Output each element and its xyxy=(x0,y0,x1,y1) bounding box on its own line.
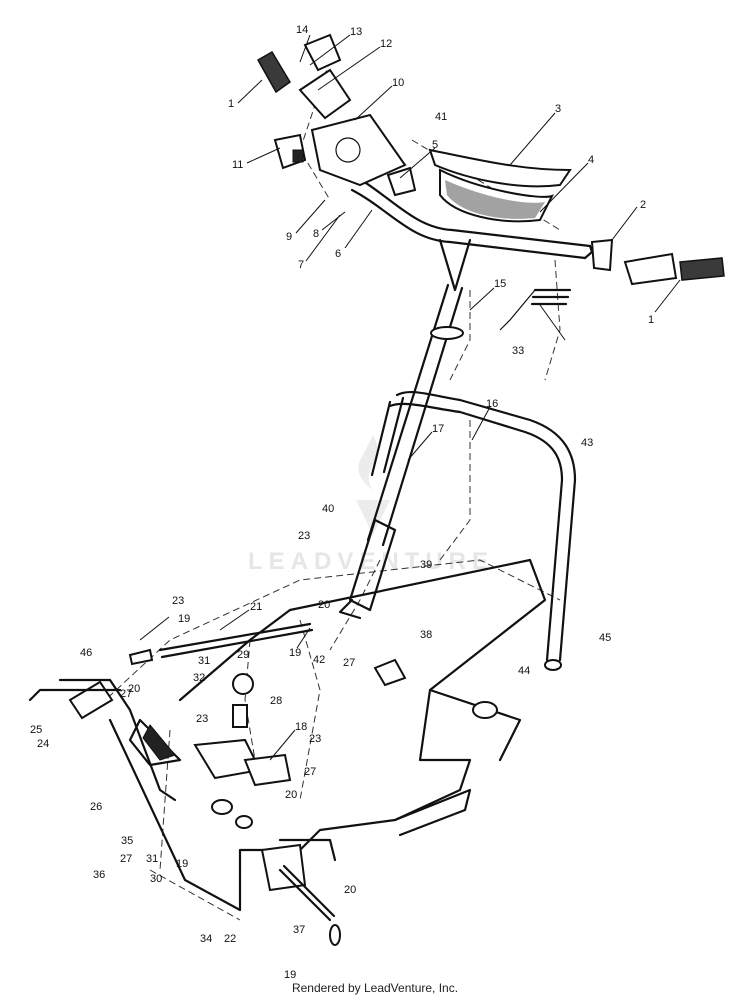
callout-23: 23 xyxy=(298,530,310,542)
callout-2: 2 xyxy=(640,199,646,211)
callout-4: 4 xyxy=(588,154,594,166)
callout-39: 39 xyxy=(420,559,432,571)
callout-35: 35 xyxy=(121,835,133,847)
callout-40: 40 xyxy=(322,503,334,515)
callout-27: 27 xyxy=(120,688,132,700)
handlebar xyxy=(350,176,594,292)
callout-45: 45 xyxy=(599,632,611,644)
callout-19: 19 xyxy=(289,647,301,659)
callout-13: 13 xyxy=(350,26,362,38)
callout-34: 34 xyxy=(200,933,212,945)
callout-29: 29 xyxy=(237,649,249,661)
leadventure-logo-watermark xyxy=(356,435,390,535)
callout-42: 42 xyxy=(313,654,325,666)
callout-14: 14 xyxy=(296,24,308,36)
callout-20: 20 xyxy=(128,683,140,695)
callout-19: 19 xyxy=(284,969,296,981)
callout-16: 16 xyxy=(486,398,498,410)
callout-25: 25 xyxy=(30,724,42,736)
callout-44: 44 xyxy=(518,665,530,677)
callout-41: 41 xyxy=(435,111,447,123)
callout-31: 31 xyxy=(146,853,158,865)
callout-30: 30 xyxy=(150,873,162,885)
watermark-text: LEADVENTURE xyxy=(248,548,495,575)
callout-22: 22 xyxy=(224,933,236,945)
callout-18: 18 xyxy=(295,721,307,733)
callout-20: 20 xyxy=(285,789,297,801)
cable-coil xyxy=(499,288,572,331)
callout-19: 19 xyxy=(178,613,190,625)
callout-19: 19 xyxy=(176,858,188,870)
callout-9: 9 xyxy=(286,231,292,243)
callout-leaders xyxy=(139,34,681,761)
callout-15: 15 xyxy=(494,278,506,290)
callout-37: 37 xyxy=(293,924,305,936)
callout-43: 43 xyxy=(581,437,593,449)
callout-46: 46 xyxy=(80,647,92,659)
callout-36: 36 xyxy=(93,869,105,881)
callout-38: 38 xyxy=(420,629,432,641)
left-control-housing xyxy=(273,33,417,197)
callout-labels: 1 1 2 3 4 5 6 7 8 9 10 11 12 13 14 15 16… xyxy=(30,24,654,981)
u-frame-bar xyxy=(370,390,577,671)
callout-20: 20 xyxy=(344,884,356,896)
callout-31: 31 xyxy=(198,655,210,667)
lower-linkage xyxy=(28,673,341,946)
callout-1: 1 xyxy=(648,314,654,326)
callout-23: 23 xyxy=(172,595,184,607)
callout-28: 28 xyxy=(270,695,282,707)
callout-7: 7 xyxy=(298,259,304,271)
footer-credit: Rendered by LeadVenture, Inc. xyxy=(291,981,459,995)
callout-10: 10 xyxy=(392,77,404,89)
handle-grips xyxy=(256,50,725,286)
callout-27: 27 xyxy=(304,766,316,778)
callout-6: 6 xyxy=(335,248,341,260)
callout-12: 12 xyxy=(380,38,392,50)
callout-32: 32 xyxy=(193,672,205,684)
lower-frame xyxy=(108,558,547,912)
callout-27: 27 xyxy=(343,657,355,669)
callout-26: 26 xyxy=(90,801,102,813)
callout-11: 11 xyxy=(232,159,243,171)
callout-17: 17 xyxy=(432,423,444,435)
callout-3: 3 xyxy=(555,103,561,115)
callout-27: 27 xyxy=(120,853,132,865)
callout-8: 8 xyxy=(313,228,319,240)
steering-column xyxy=(338,283,464,620)
callout-23: 23 xyxy=(309,733,321,745)
hand-guard xyxy=(428,148,572,223)
callout-24: 24 xyxy=(37,738,49,750)
callout-1: 1 xyxy=(228,98,234,110)
callout-33: 33 xyxy=(512,345,524,357)
callout-20: 20 xyxy=(318,599,330,611)
callout-23: 23 xyxy=(196,713,208,725)
callout-5: 5 xyxy=(432,139,438,151)
shift-rod xyxy=(128,622,314,666)
callout-21: 21 xyxy=(250,601,262,613)
